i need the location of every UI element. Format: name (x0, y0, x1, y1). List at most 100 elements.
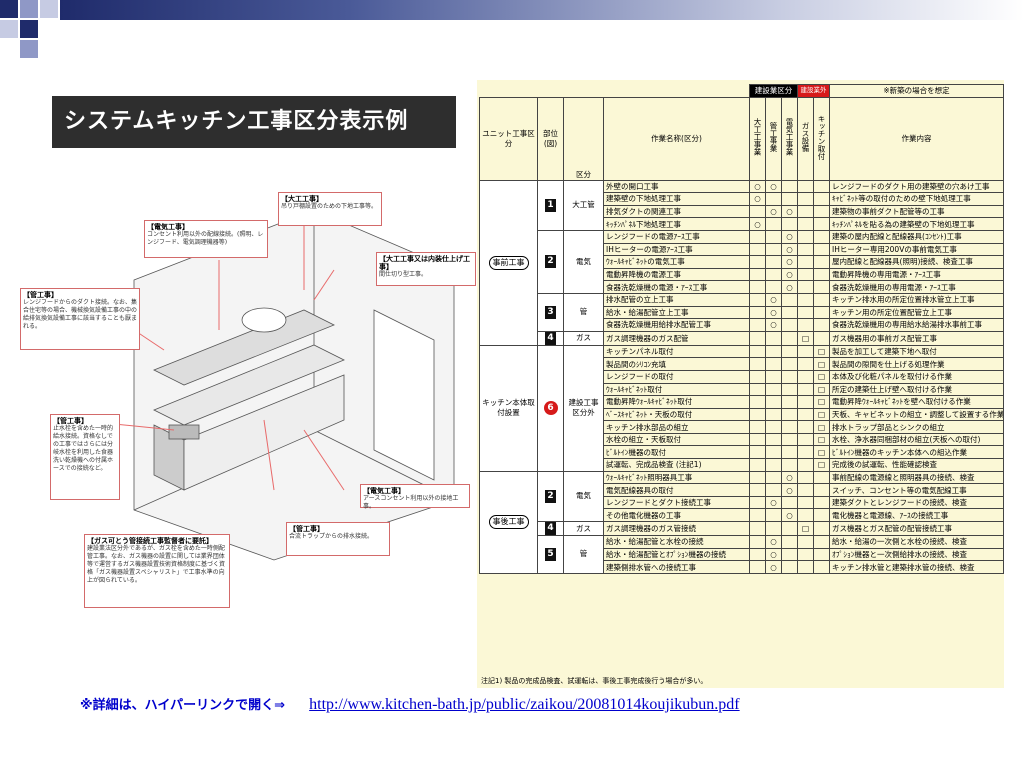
sagyo-name: ｳｫｰﾙｷｬﾋﾞﾈｯﾄ照明器具工事 (603, 470, 750, 485)
kubun-cell: 建設工事区分外 (563, 344, 604, 472)
mark-cell (749, 420, 766, 434)
mark-cell (780, 179, 799, 194)
bui-number: 3 (545, 305, 556, 319)
mark-cell (749, 344, 766, 359)
sagyo-desc: 事前配線の電源線と照明器具の接続、検査 (829, 470, 1005, 485)
mark-cell (749, 458, 766, 472)
mark-cell (765, 445, 782, 460)
mark-cell (813, 535, 831, 549)
sagyo-name: 給水・給湯配管とｵﾌﾟｼｮﾝ機器の接続 (603, 547, 750, 562)
unit-cell-kitchen: キッチン本体取付設置 (479, 344, 538, 472)
sagyo-desc: 電動昇降機の専用電源・ｱｰｽ工事 (829, 267, 1005, 282)
mark-cell: □ (813, 420, 831, 434)
mark-cell (797, 179, 815, 194)
mark-cell: □ (813, 344, 831, 359)
mark-cell: □ (797, 330, 815, 346)
mark-cell (765, 508, 782, 523)
mark-cell (797, 382, 815, 397)
table-row: 製品間のｼﾘｺﾝ充填□製品間の隙間を仕上げる処理作業 (480, 357, 1005, 371)
callout-denki-1: 【電気工事】 コンセント利用以外の配線接続。(照明、レンジフード、電気調理機器等… (144, 220, 268, 258)
mark-cell: ○ (780, 280, 799, 294)
header-row: ユニット工事区分 部位(図) 区分 作業名称(区分) 大工工事業 管工事業 電気… (479, 96, 1005, 181)
mark-cell: □ (813, 445, 831, 460)
kubun-cell: 管 (563, 535, 604, 574)
kubun-cell: 管 (563, 292, 604, 332)
mark-cell (813, 255, 831, 269)
bui-number: 2 (545, 255, 556, 269)
pdf-link[interactable]: http://www.kitchen-bath.jp/public/zaikou… (309, 696, 740, 713)
mark-cell (797, 495, 815, 510)
mark-cell (749, 318, 766, 332)
kubun-cell: 電気 (563, 470, 604, 523)
link-label: ※詳細は、ハイパーリンクで開く⇒ (80, 698, 286, 713)
mark-cell (780, 217, 799, 231)
mark-cell (780, 535, 799, 549)
construction-table: 建設業区分 建設業外 ※新築の場合を想定 ユニット工事区分 部位(図) 区分 作… (479, 84, 1005, 574)
mark-cell: ○ (780, 483, 799, 497)
sagyo-name: 排気ダクトの関連工事 (603, 204, 750, 219)
mark-cell (765, 420, 782, 434)
mark-cell (765, 330, 782, 346)
callout-denki-2: 【電気工事】 アースコンセント利用以外の接地工事。 (360, 484, 470, 510)
sagyo-name: レンジフードとダクト接続工事 (603, 495, 750, 510)
callout-naiso: 【大工工事又は内装仕上げ工事】 間仕切り型工事。 (376, 252, 476, 286)
mark-cell: ○ (780, 470, 799, 485)
sagyo-desc: 建築物の事前ダクト配管等の工事 (829, 204, 1005, 219)
mark-cell (749, 495, 766, 510)
bui-number: 6 (543, 401, 558, 416)
mark-cell (780, 305, 799, 320)
mark-cell: □ (813, 395, 831, 409)
mark-cell (797, 535, 815, 549)
mark-cell (797, 508, 815, 523)
mark-cell (765, 357, 782, 371)
sagyo-desc: ｵﾌﾟｼｮﾝ機器と一次側給排水の接続、検査 (829, 547, 1005, 562)
mark-cell (797, 560, 815, 574)
mark-cell (797, 470, 815, 485)
bui-cell: 1 (537, 179, 564, 231)
mark-cell (780, 458, 799, 472)
mark-cell (749, 357, 766, 371)
callout-gas: 【ガス可とう管接続工事監督者に要託】 建設業法区分外であるが、ガス栓を含めた一時… (84, 534, 230, 608)
header-gas: ガス設備 (801, 122, 811, 153)
kubun-cell: ガス (563, 330, 604, 346)
mark-cell (765, 432, 782, 447)
mark-cell (780, 330, 799, 346)
mark-cell (780, 192, 799, 206)
bui-cell: 6 (537, 344, 564, 472)
sagyo-name: ｳｫｰﾙｷｬﾋﾞﾈｯﾄの電気工事 (603, 255, 750, 269)
mark-cell (797, 267, 815, 282)
mark-cell (797, 242, 815, 257)
mark-cell (780, 395, 799, 409)
table-row: 建築側排水管への接続工事○キッチン排水管と建築排水管の接続、検査 (480, 560, 1005, 574)
mark-cell (765, 369, 782, 384)
mark-cell (797, 357, 815, 371)
mark-cell: ○ (765, 495, 782, 510)
mark-cell (780, 318, 799, 332)
mark-cell (797, 229, 815, 244)
mark-cell (749, 521, 766, 537)
mark-cell (749, 292, 766, 307)
header-unit: ユニット工事区分 (479, 96, 538, 181)
mark-cell (813, 267, 831, 282)
mark-cell (765, 483, 782, 497)
callout-kan-2: 【管工事】 止水栓を含めた一時的給水接続。資格なしでの工事ではさらには分岐水栓を… (50, 414, 120, 500)
mark-cell (765, 382, 782, 397)
mark-cell: ○ (765, 292, 782, 307)
mark-cell: ○ (765, 179, 782, 194)
mark-cell: ○ (749, 192, 766, 206)
mark-cell (813, 305, 831, 320)
mark-cell (813, 242, 831, 257)
mark-cell: □ (813, 407, 831, 422)
mark-cell (813, 192, 831, 206)
mark-cell (797, 407, 815, 422)
mark-cell: ○ (780, 508, 799, 523)
mark-cell: ○ (765, 318, 782, 332)
mark-cell (765, 255, 782, 269)
bui-cell: 4 (537, 521, 564, 537)
sagyo-desc: 本体及び化粧パネルを取付ける作業 (829, 369, 1005, 384)
mark-cell (780, 407, 799, 422)
mark-cell: ○ (765, 535, 782, 549)
